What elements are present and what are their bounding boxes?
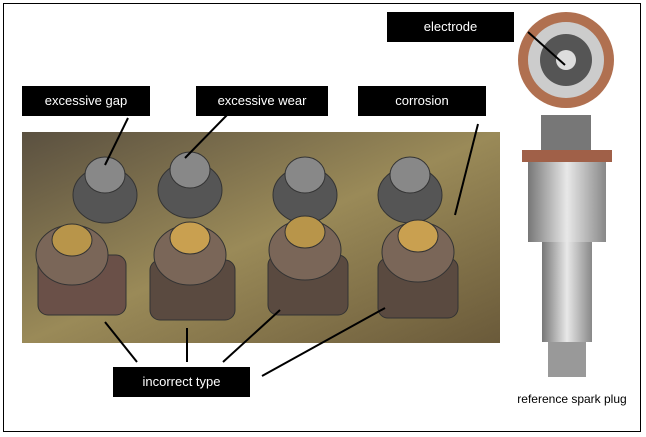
plug-front-row [35, 215, 459, 321]
label-excessive-gap: excessive gap [22, 86, 150, 116]
reference-spark-plug-caption: reference spark plug [517, 392, 627, 406]
label-electrode: electrode [387, 12, 514, 42]
figure-border [3, 3, 641, 432]
label-excessive-wear: excessive wear [196, 86, 328, 116]
leader-lines [104, 31, 566, 377]
spark-plugs-photo [22, 132, 500, 343]
label-incorrect-type: incorrect type [113, 367, 250, 397]
reference-plug-photo [518, 12, 614, 377]
plug-back-row [72, 151, 443, 224]
label-corrosion: corrosion [358, 86, 486, 116]
